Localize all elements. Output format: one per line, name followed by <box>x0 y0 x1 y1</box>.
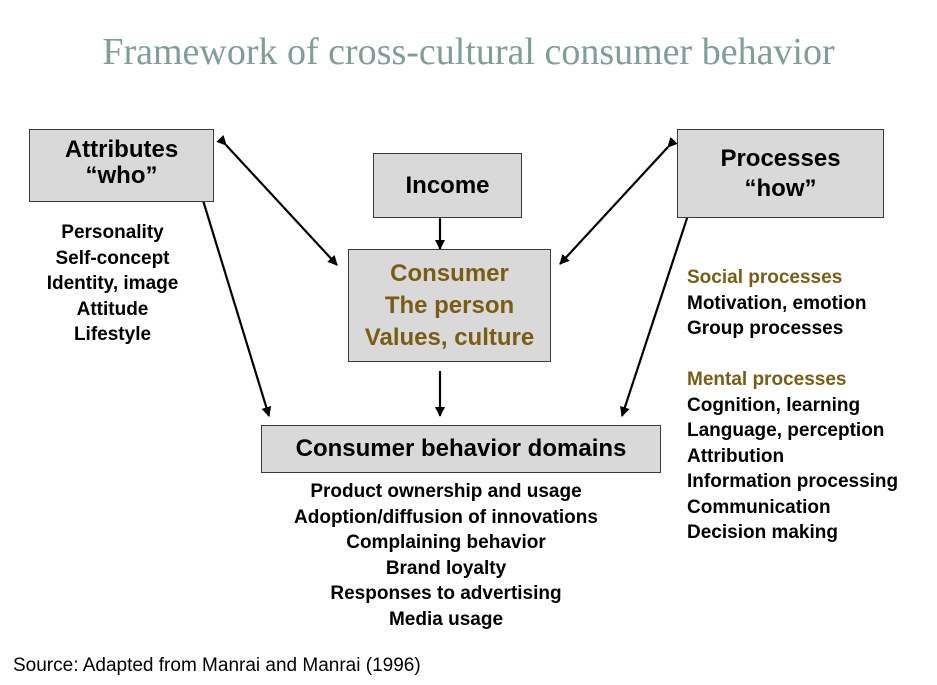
social-processes-list: Social processes Motivation, emotion Gro… <box>687 265 932 342</box>
social-processes-heading: Social processes <box>687 267 843 288</box>
consumer-line-3: Values, culture <box>364 323 535 351</box>
consumer-box: Consumer The person Values, culture <box>348 249 551 362</box>
attributes-list: Personality Self-concept Identity, image… <box>20 220 205 348</box>
list-item: Adoption/diffusion of innovations <box>294 506 598 528</box>
list-item: Communication <box>687 496 831 518</box>
list-item: Information processing <box>687 471 899 492</box>
list-item: Complaining behavior <box>346 532 546 553</box>
list-item: Brand loyalty <box>385 557 507 579</box>
arrow-attributes-domains <box>196 183 272 417</box>
list-item: Attribution <box>687 445 785 467</box>
income-label: Income <box>405 171 490 199</box>
attributes-title: Attributes <box>64 135 179 163</box>
list-item: Responses to advertising <box>330 583 562 604</box>
mental-processes-list: Mental processes Cognition, learning Lan… <box>687 367 932 546</box>
processes-box: Processes “how” <box>677 129 884 218</box>
list-item: Self-concept <box>55 247 170 269</box>
list-item: Identity, image <box>46 273 179 294</box>
list-item: Language, perception <box>687 420 885 441</box>
list-item: Group processes <box>687 318 844 339</box>
list-item: Decision making <box>687 522 838 543</box>
arrow-attributes-consumer <box>216 134 338 266</box>
mental-processes-heading: Mental processes <box>687 369 847 390</box>
processes-subtitle: “how” <box>744 174 817 202</box>
consumer-line-2: The person <box>384 291 515 319</box>
income-box: Income <box>373 153 522 218</box>
list-item: Motivation, emotion <box>687 292 867 314</box>
list-item: Personality <box>61 222 164 243</box>
attributes-subtitle: “who” <box>85 161 158 189</box>
domains-list: Product ownership and usage Adoption/dif… <box>241 479 651 632</box>
domains-box: Consumer behavior domains <box>261 425 661 473</box>
list-item: Cognition, learning <box>687 394 861 416</box>
source-note: Source: Adapted from Manrai and Manrai (… <box>13 655 421 676</box>
consumer-line-1: Consumer <box>390 259 509 287</box>
list-item: Product ownership and usage <box>310 481 582 502</box>
list-item: Lifestyle <box>73 324 152 345</box>
list-item: Attitude <box>76 298 149 320</box>
page-title: Framework of cross-cultural consumer beh… <box>102 31 835 73</box>
arrow-processes-domains <box>620 199 695 417</box>
domains-label: Consumer behavior domains <box>295 435 627 462</box>
processes-title: Processes <box>720 144 841 172</box>
list-item: Media usage <box>388 608 504 630</box>
attributes-box: Attributes “who” <box>29 129 214 202</box>
arrow-processes-consumer <box>559 136 678 265</box>
